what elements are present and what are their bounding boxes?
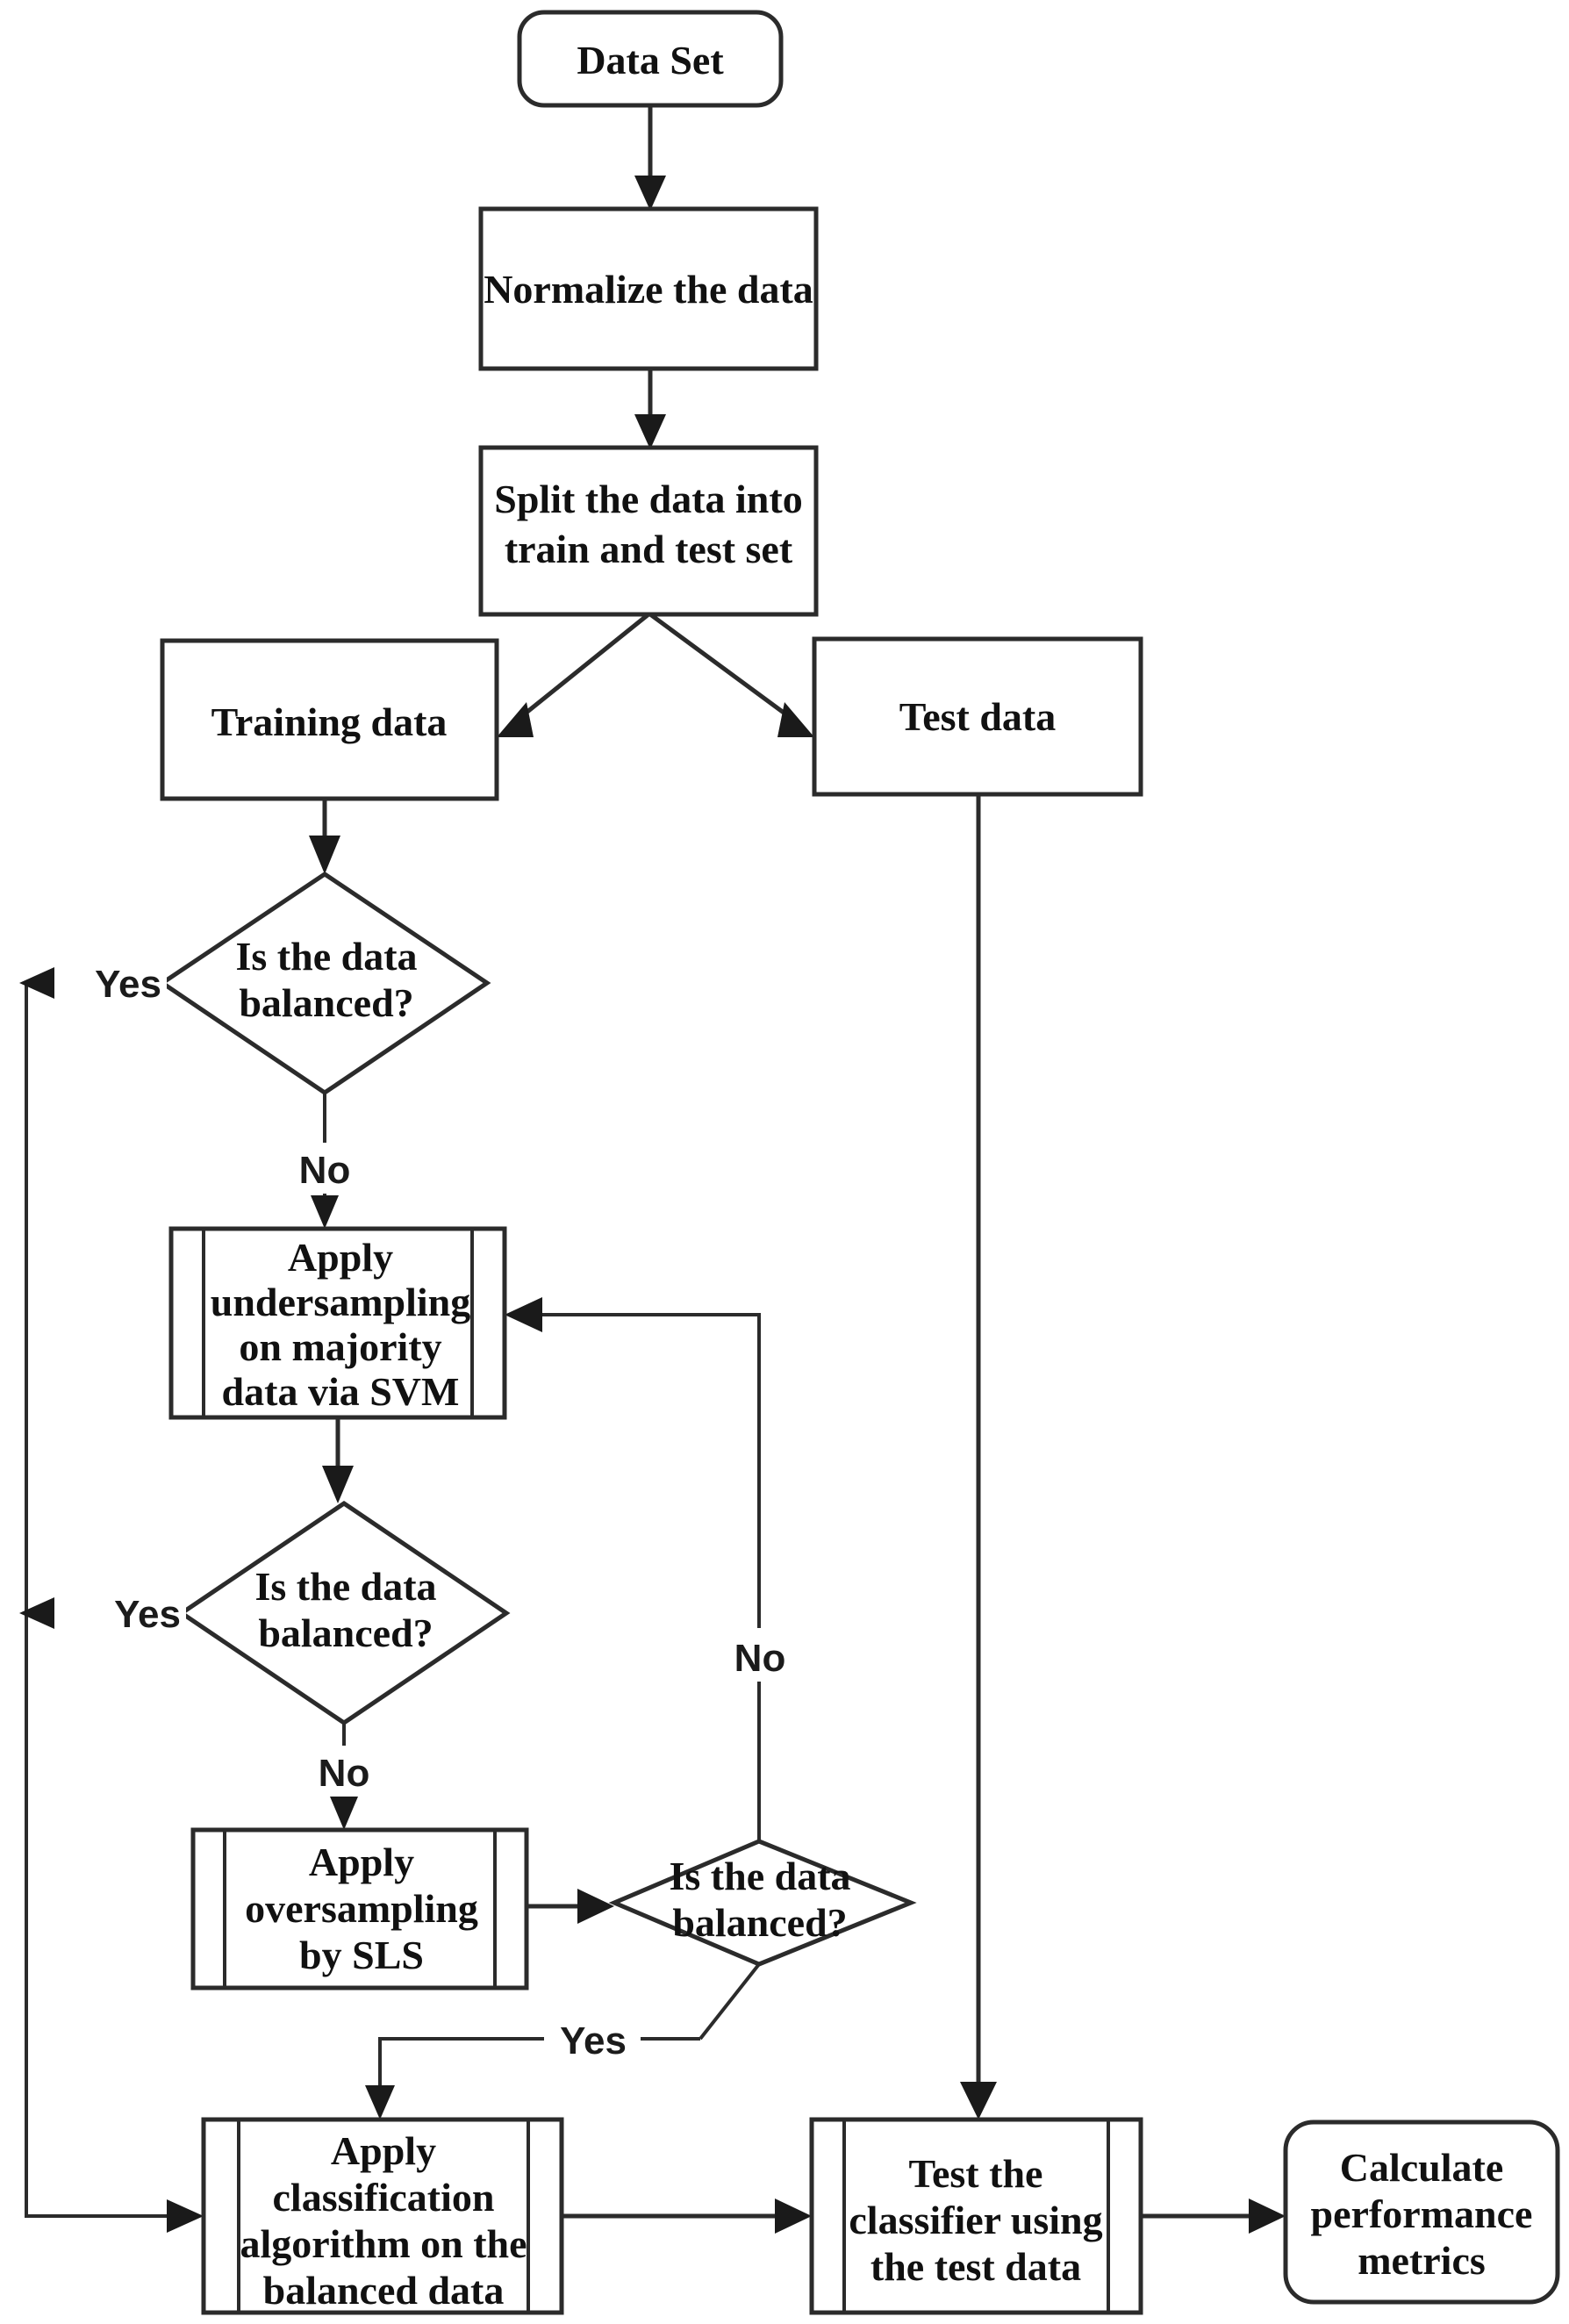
node-training-data[interactable]: Training data bbox=[160, 638, 499, 801]
edge-split-to-test-data bbox=[648, 612, 814, 737]
edge-decision-1-no bbox=[311, 1093, 339, 1229]
node-test-data[interactable]: Test data bbox=[812, 636, 1143, 797]
node-undersampling-label-line-1: Apply bbox=[288, 1235, 393, 1280]
edge-label-no-1-text: No bbox=[299, 1149, 351, 1192]
edge-classification-to-test-classifier bbox=[562, 2198, 812, 2234]
node-decision-1[interactable]: Is the data balanced? bbox=[158, 871, 491, 1096]
node-split-label-line-2: train and test set bbox=[505, 527, 793, 571]
edge-label-decision-2-yes: Yes bbox=[111, 1589, 186, 1638]
node-undersampling-label-line-2: undersampling bbox=[211, 1280, 471, 1324]
node-classification-label-line-1: Apply bbox=[331, 2128, 436, 2173]
node-test-classifier[interactable]: Test the classifier using the test data bbox=[809, 2117, 1143, 2315]
edge-split-to-training-data bbox=[497, 613, 650, 737]
edge-label-decision-1-yes: Yes bbox=[91, 958, 167, 1008]
edge-oversampling-to-decision-3 bbox=[527, 1889, 614, 1924]
node-decision-2-label-line-2: balanced? bbox=[258, 1610, 433, 1655]
node-split[interactable]: Split the data into train and test set bbox=[478, 445, 819, 617]
node-classification-label-line-3: algorithm on the bbox=[240, 2221, 527, 2266]
node-test-classifier-label-line-2: classifier using bbox=[849, 2198, 1102, 2242]
edge-decision-3-no bbox=[505, 1297, 761, 1841]
node-test-classifier-label-line-1: Test the bbox=[909, 2151, 1043, 2196]
edge-label-decision-1-no: No bbox=[290, 1143, 360, 1194]
edge-label-no-2-text: No bbox=[319, 1752, 370, 1795]
node-test-classifier-label-line-3: the test data bbox=[870, 2244, 1081, 2289]
edge-normalize-to-split bbox=[634, 369, 666, 449]
node-decision-1-label-line-1: Is the data bbox=[235, 934, 417, 979]
node-classification-label-line-2: classification bbox=[273, 2175, 495, 2220]
node-classification[interactable]: Apply classification algorithm on the ba… bbox=[201, 2117, 564, 2315]
node-metrics-label-line-2: performance bbox=[1311, 2191, 1533, 2236]
node-undersampling-label-line-4: data via SVM bbox=[222, 1369, 460, 1414]
node-undersampling[interactable]: Apply undersampling on majority data via… bbox=[168, 1226, 507, 1420]
node-decision-3-label-line-2: balanced? bbox=[672, 1900, 847, 1945]
edge-label-decision-3-yes: Yes bbox=[546, 2015, 641, 2064]
node-test-data-label: Test data bbox=[899, 694, 1057, 739]
edge-decision-3-yes bbox=[365, 1962, 761, 2120]
node-data-set-label: Data Set bbox=[577, 38, 724, 82]
node-split-label-line-1: Split the data into bbox=[494, 477, 802, 521]
node-oversampling-label-line-2: oversampling bbox=[245, 1886, 478, 1931]
edge-label-decision-2-no: No bbox=[309, 1746, 379, 1797]
node-data-set[interactable]: Data Set bbox=[517, 10, 784, 108]
node-oversampling[interactable]: Apply oversampling by SLS bbox=[190, 1827, 529, 1990]
edge-test-data-to-test-classifier bbox=[960, 794, 997, 2120]
node-oversampling-label-line-3: by SLS bbox=[299, 1933, 424, 1977]
edge-training-data-to-decision-1 bbox=[309, 799, 340, 874]
node-metrics-label-line-3: metrics bbox=[1358, 2238, 1486, 2283]
node-undersampling-label-line-3: on majority bbox=[239, 1324, 441, 1369]
node-decision-2-label-line-1: Is the data bbox=[254, 1564, 436, 1609]
node-normalize-label: Normalize the data bbox=[484, 267, 813, 312]
edge-decision-2-no bbox=[330, 1723, 358, 1830]
edge-label-no-3-text: No bbox=[734, 1637, 786, 1680]
node-decision-2[interactable]: Is the data balanced? bbox=[177, 1500, 511, 1726]
node-decision-1-label-line-2: balanced? bbox=[239, 980, 413, 1025]
node-oversampling-label-line-1: Apply bbox=[309, 1840, 414, 1884]
node-metrics[interactable]: Calculate performance metrics bbox=[1283, 2120, 1560, 2305]
edge-label-yes-3-text: Yes bbox=[560, 2019, 627, 2062]
edge-label-decision-3-no: No bbox=[725, 1631, 795, 1682]
node-metrics-label-line-1: Calculate bbox=[1340, 2145, 1504, 2190]
node-decision-3-label-line-1: Is the data bbox=[669, 1854, 850, 1898]
edge-undersampling-to-decision-2 bbox=[322, 1417, 354, 1503]
edge-dataset-to-normalize bbox=[634, 105, 666, 211]
node-normalize[interactable]: Normalize the data bbox=[478, 206, 819, 371]
node-classification-label-line-4: balanced data bbox=[263, 2268, 505, 2313]
node-decision-3[interactable]: Is the data balanced? bbox=[608, 1839, 917, 1967]
edge-label-yes-2-text: Yes bbox=[114, 1593, 181, 1636]
edge-test-classifier-to-metrics bbox=[1141, 2198, 1286, 2234]
node-training-data-label: Training data bbox=[211, 699, 448, 744]
edge-label-yes-1-text: Yes bbox=[95, 963, 161, 1006]
